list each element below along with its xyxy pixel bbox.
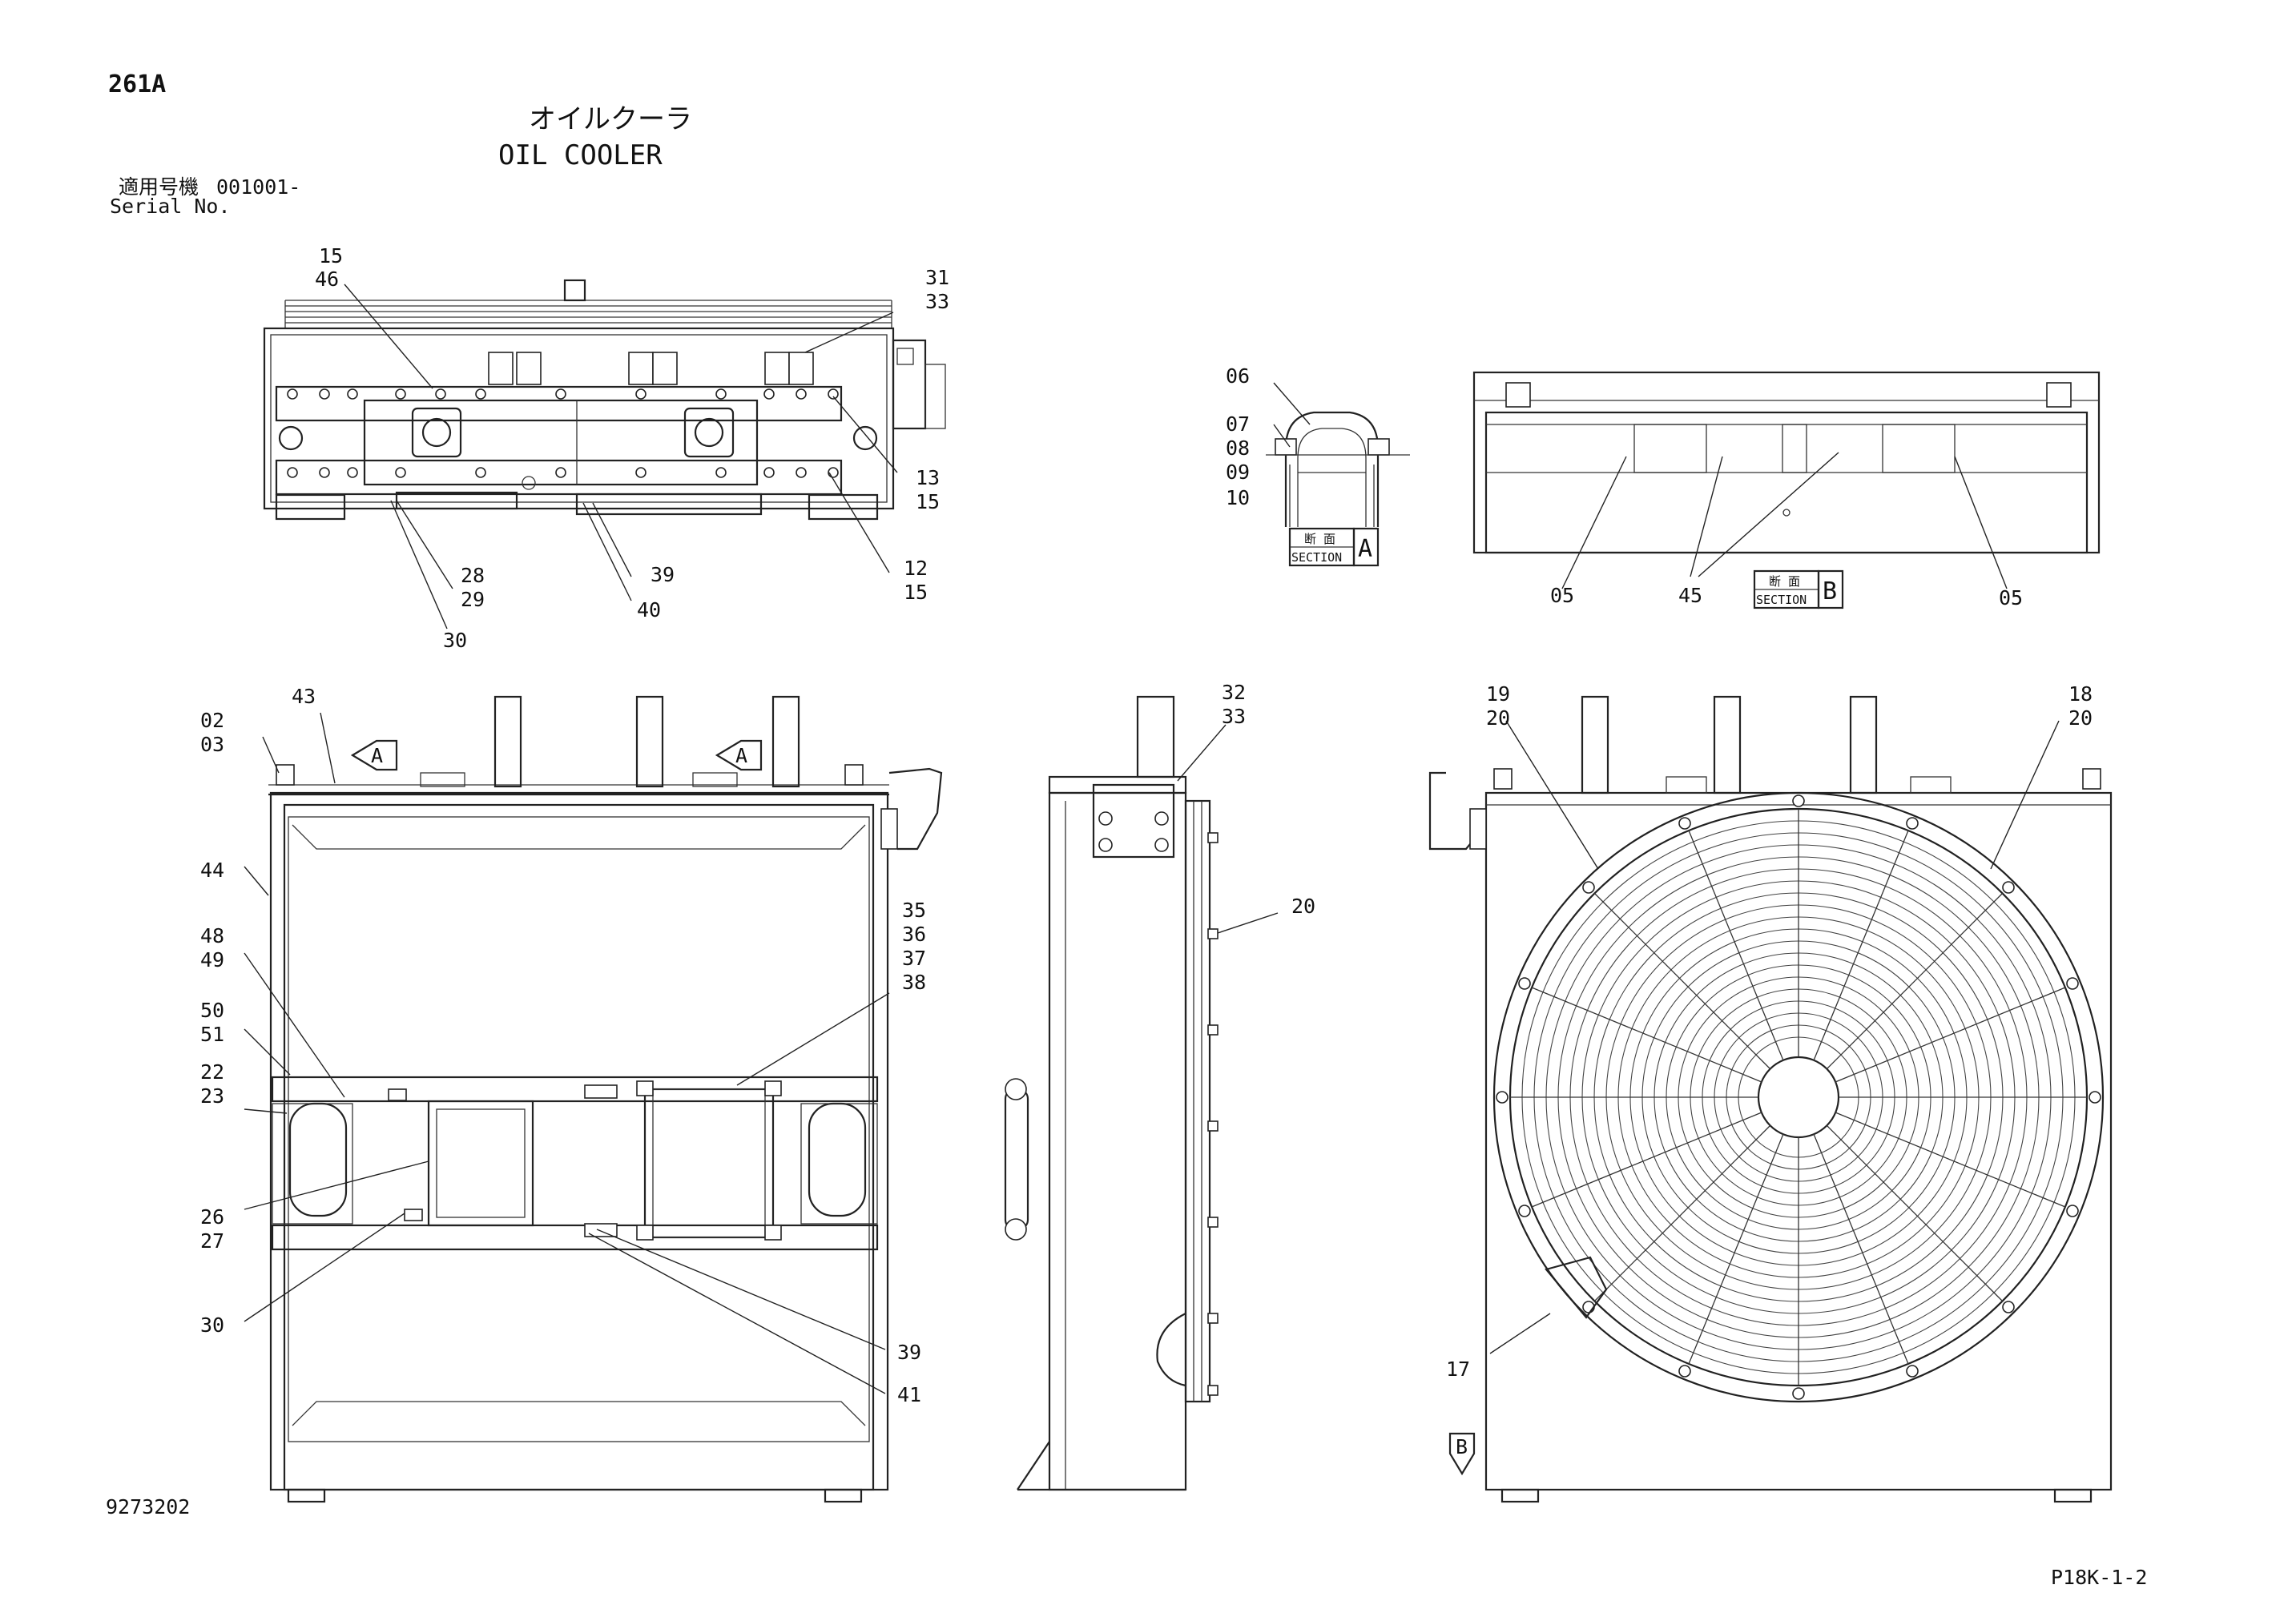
front-view-frame (269, 791, 889, 1491)
view-arrow-a-right-letter: A (735, 744, 747, 767)
label-36: 36 (902, 923, 926, 946)
applicable-machines-label: 適用号機 (119, 175, 199, 199)
view-arrow-a-left: A (350, 739, 398, 771)
label-43: 43 (292, 685, 316, 708)
label-06: 06 (1226, 364, 1250, 388)
section-b-tag-en: SECTION (1756, 593, 1807, 607)
fan-grill (1510, 809, 2087, 1386)
label-12: 12 (904, 557, 928, 580)
label-51: 51 (200, 1023, 224, 1046)
label-41: 41 (897, 1383, 921, 1406)
label-35: 35 (902, 899, 926, 922)
label-38: 38 (902, 971, 926, 994)
section-a-tag-en: SECTION (1291, 550, 1342, 565)
label-08: 08 (1226, 436, 1250, 460)
label-46: 46 (315, 267, 339, 291)
label-27: 27 (200, 1229, 224, 1253)
label-20-rear-left: 20 (1486, 706, 1510, 730)
part-labels: 15 46 31 33 13 15 12 15 28 29 30 39 40 0… (200, 244, 2093, 1406)
section-a-detail (1266, 411, 1410, 527)
title-japanese: オイルクーラ (529, 103, 692, 135)
label-40: 40 (637, 598, 661, 621)
section-a-tag-jp: 断 面 (1304, 532, 1335, 546)
label-30-top: 30 (443, 629, 467, 652)
label-39-top: 39 (651, 563, 675, 586)
label-23: 23 (200, 1084, 224, 1108)
label-10: 10 (1226, 486, 1250, 509)
label-37: 37 (902, 947, 926, 970)
label-32: 32 (1222, 681, 1246, 704)
label-31: 31 (925, 266, 949, 289)
title-english: OIL COOLER (498, 139, 663, 171)
label-45: 45 (1678, 584, 1702, 607)
view-arrow-a-right: A (715, 739, 763, 771)
front-view: A A (268, 695, 943, 1503)
label-22: 22 (200, 1060, 224, 1084)
label-02: 02 (200, 709, 224, 732)
label-20-side: 20 (1291, 895, 1315, 918)
section-a-tag: 断 面 SECTION A (1288, 527, 1380, 567)
section-b-tag-letter: B (1823, 577, 1837, 605)
serial-label: Serial No. (110, 195, 231, 218)
view-arrow-b-letter: B (1456, 1435, 1468, 1458)
drawing-number: 9273202 (106, 1495, 190, 1518)
page-reference: P18K-1-2 (2051, 1566, 2147, 1589)
label-39-front: 39 (897, 1341, 921, 1364)
section-b-detail (1472, 371, 2101, 554)
rear-view: B (1428, 695, 2113, 1503)
label-19: 19 (1486, 682, 1510, 706)
leader-lines (244, 284, 2060, 1394)
serial-range: 001001- (216, 175, 300, 199)
section-a-tag-letter: A (1358, 535, 1372, 563)
label-48: 48 (200, 924, 224, 947)
section-b-tag: 断 面 SECTION B (1753, 569, 1844, 609)
label-13: 13 (916, 466, 940, 489)
side-view (1004, 695, 1218, 1491)
label-44: 44 (200, 859, 224, 882)
label-05-right: 05 (1999, 586, 2023, 609)
view-arrow-a-left-letter: A (371, 744, 383, 767)
label-07: 07 (1226, 412, 1250, 436)
section-b-tag-jp: 断 面 (1769, 574, 1800, 589)
label-33-top: 33 (925, 290, 949, 313)
label-28: 28 (461, 564, 485, 587)
drawing-code: 261A (108, 70, 166, 99)
label-33-side: 33 (1222, 705, 1246, 728)
label-15-b: 15 (916, 490, 940, 513)
label-26: 26 (200, 1205, 224, 1229)
view-arrow-b: B (1448, 1432, 1476, 1476)
label-15-c: 15 (904, 581, 928, 604)
label-18: 18 (2068, 682, 2093, 706)
label-17: 17 (1446, 1358, 1470, 1381)
label-20-rear-right: 20 (2068, 706, 2093, 730)
label-05-left: 05 (1550, 584, 1574, 607)
label-49: 49 (200, 948, 224, 971)
label-29: 29 (461, 588, 485, 611)
top-view (263, 279, 946, 521)
label-09: 09 (1226, 461, 1250, 484)
label-03: 03 (200, 733, 224, 756)
label-15-top: 15 (319, 244, 343, 267)
label-30-front: 30 (200, 1313, 224, 1337)
label-50: 50 (200, 999, 224, 1022)
